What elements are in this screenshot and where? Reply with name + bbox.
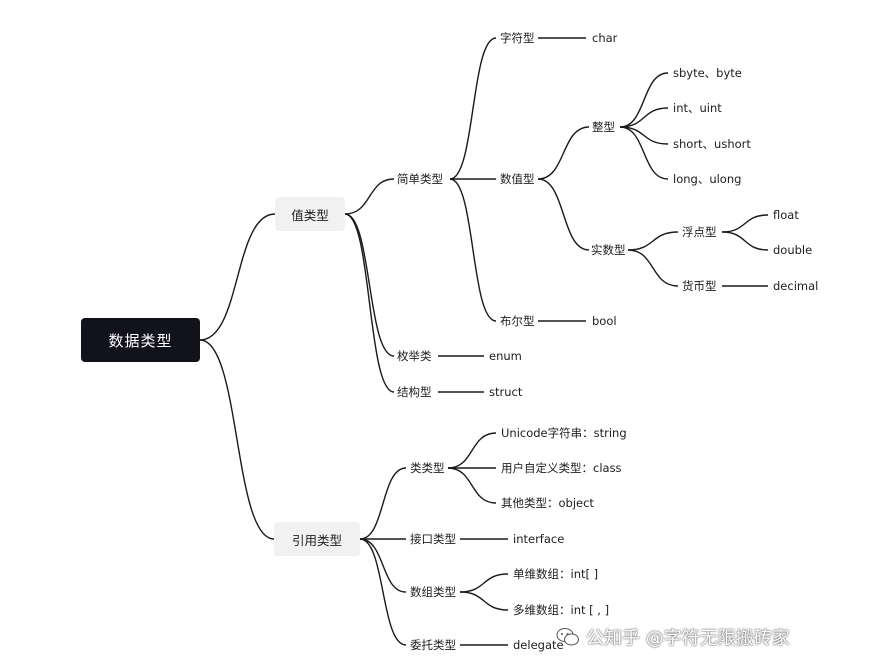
node-float-type: 浮点型 [682, 225, 717, 239]
edge-numeric-integer [537, 126, 590, 180]
edge-array-single [459, 573, 509, 593]
edge-simple-bool [449, 178, 497, 322]
edge-class-string [447, 432, 497, 469]
node-integer-type: 整型 [592, 120, 615, 134]
root-node: 数据类型 [81, 318, 200, 362]
node-delegate-type: 委托类型 [410, 638, 456, 652]
edge-integer-sbyte [619, 72, 669, 128]
node-value-type: 值类型 [275, 197, 345, 231]
leaf-user-class: 用户自定义类型：class [501, 461, 622, 475]
leaf-unicode-string: Unicode字符串：string [501, 426, 627, 440]
edge-value-enum [344, 213, 395, 357]
edge-value-struct [344, 213, 395, 393]
leaf-double: double [773, 243, 813, 257]
edge-array-multi [459, 591, 509, 611]
leaf-long-ulong: long、ulong [673, 172, 742, 186]
node-enum-type: 枚举类 [397, 349, 432, 363]
leaf-char: char [592, 31, 618, 45]
node-char-type: 字符型 [500, 31, 535, 45]
edge-root-reference [199, 339, 275, 540]
edge-real-float [627, 231, 679, 251]
leaf-delegate: delegate [513, 638, 564, 652]
leaf-interface: interface [513, 532, 565, 546]
node-class-type: 类类型 [410, 461, 445, 475]
leaf-struct: struct [489, 385, 523, 399]
wechat-icon [556, 626, 580, 648]
node-reference-type: 引用类型 [274, 522, 360, 556]
leaf-bool: bool [592, 314, 617, 328]
leaf-sbyte-byte: sbyte、byte [673, 66, 742, 80]
leaf-short-ushort: short、ushort [673, 137, 751, 151]
node-currency-type: 货币型 [682, 279, 717, 293]
node-bool-type: 布尔型 [500, 314, 535, 328]
edge-integer-long [619, 126, 669, 180]
edge-integer-short [619, 126, 669, 145]
node-interface-type: 接口类型 [410, 532, 456, 546]
leaf-single-array: 单维数组：int[ ] [513, 567, 599, 581]
leaf-multi-array: 多维数组：int [ , ] [513, 603, 610, 617]
watermark-text: 公知乎 @字符无限搬砖家 [586, 628, 790, 649]
leaf-float: float [773, 208, 799, 222]
node-simple-type: 简单类型 [397, 172, 443, 186]
leaf-decimal: decimal [773, 279, 819, 293]
watermark: 公知乎 @字符无限搬砖家 [556, 621, 876, 653]
edge-real-currency [627, 249, 679, 287]
edge-value-simple [344, 178, 395, 215]
edge-integer-int [619, 107, 669, 128]
edge-float-float [721, 214, 769, 233]
edge-class-object [447, 467, 497, 504]
edge-numeric-real [537, 178, 590, 251]
node-array-type: 数组类型 [410, 585, 456, 599]
edge-ref-delegate [359, 538, 407, 646]
node-numeric-type: 数值型 [500, 172, 535, 186]
node-struct-type: 结构型 [397, 385, 432, 399]
leaf-enum: enum [489, 349, 522, 363]
leaf-int-uint: int、uint [673, 101, 722, 115]
leaf-other-object: 其他类型：object [501, 496, 594, 510]
node-real-type: 实数型 [591, 243, 626, 257]
edge-ref-array [359, 538, 407, 593]
edge-ref-class [359, 467, 407, 540]
edge-float-double [721, 231, 769, 251]
edge-root-value [199, 213, 276, 341]
edge-simple-char [449, 37, 497, 180]
